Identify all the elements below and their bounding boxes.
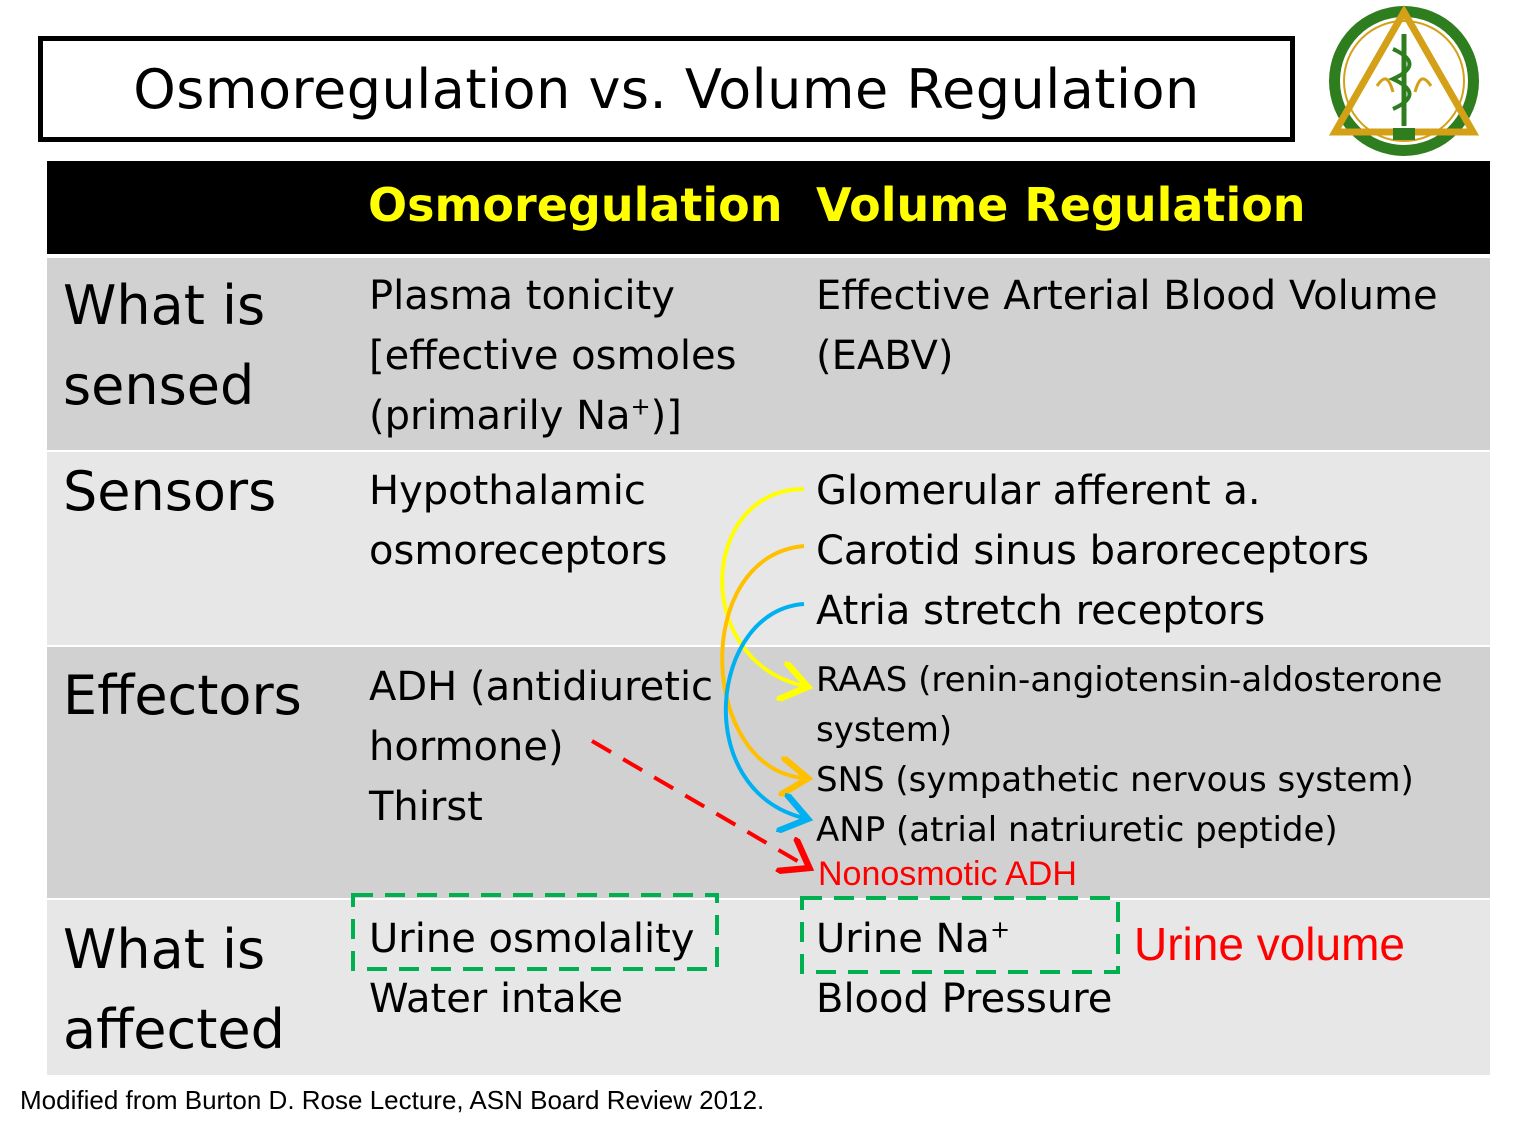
- urine-volume-annotation: Urine volume: [1134, 918, 1405, 970]
- cell-line: ADH (antidiuretic: [369, 664, 714, 710]
- cell-affected-osmoregulation: Urine osmolality Water intake: [369, 909, 694, 1029]
- cell-sensed-osmoregulation: Plasma tonicity [effective osmoles (prim…: [369, 266, 736, 446]
- cell-line: Atria stretch receptors: [816, 588, 1266, 634]
- header-osmoregulation: Osmoregulation: [368, 178, 783, 232]
- cell-affected-volume-regulation: Urine Na+ Blood Pressure: [816, 909, 1112, 1029]
- header-volume-regulation: Volume Regulation: [816, 178, 1306, 232]
- cell-effectors-osmoregulation: ADH (antidiuretic hormone) Thirst: [369, 657, 713, 837]
- cell-line: Blood Pressure: [816, 976, 1113, 1022]
- cell-line: Water intake: [369, 976, 623, 1022]
- table-header-row: Osmoregulation Volume Regulation: [47, 161, 1490, 254]
- row-label-line: What is: [63, 274, 266, 337]
- row-label-effectors: Effectors: [63, 664, 302, 727]
- cell-line: Urine Na+: [816, 909, 1112, 969]
- cell-text: )]: [650, 393, 682, 439]
- row-label-line: What is: [63, 918, 266, 981]
- cell-line: Effective Arterial Blood Volume: [816, 273, 1438, 319]
- table-row-sensors: Sensors Hypothalamic osmoreceptors Glome…: [47, 452, 1490, 645]
- table-row-what-is-affected: What is affected Urine osmolality Water …: [47, 900, 1490, 1075]
- cell-line: [effective osmoles: [369, 333, 737, 379]
- cell-line: Thirst: [369, 784, 483, 830]
- row-label-what-is-sensed: What is sensed: [63, 266, 265, 426]
- cell-line: system): [816, 710, 953, 750]
- row-label-sensors: Sensors: [63, 460, 277, 523]
- cell-sensors-osmoregulation: Hypothalamic osmoreceptors: [369, 461, 667, 581]
- cell-line: Glomerular afferent a.: [816, 468, 1261, 514]
- cell-line: (EABV): [816, 333, 954, 379]
- cell-line: Carotid sinus baroreceptors: [816, 528, 1370, 574]
- nonosmotic-adh-label: Nonosmotic ADH: [818, 855, 1077, 893]
- cell-line: Urine osmolality: [369, 916, 695, 962]
- superscript-plus: +: [989, 915, 1011, 944]
- row-label-line: sensed: [63, 354, 255, 417]
- uab-badge: [1393, 128, 1415, 140]
- snake-icon: [1388, 47, 1412, 111]
- cell-line: SNS (sympathetic nervous system): [816, 760, 1414, 800]
- superscript-plus: +: [630, 392, 651, 421]
- page-title: Osmoregulation vs. Volume Regulation: [133, 57, 1200, 121]
- row-label-what-is-affected: What is affected: [63, 910, 285, 1070]
- cell-text: Urine Na: [816, 916, 990, 962]
- table-row-effectors: Effectors ADH (antidiuretic hormone) Thi…: [47, 647, 1490, 898]
- cell-line: osmoreceptors: [369, 528, 668, 574]
- cell-effectors-volume-regulation: RAAS (renin-angiotensin-aldosterone syst…: [816, 655, 1442, 855]
- cell-sensors-volume-regulation: Glomerular afferent a. Carotid sinus bar…: [816, 461, 1369, 641]
- table-row-what-is-sensed: What is sensed Plasma tonicity [effectiv…: [47, 258, 1490, 450]
- cell-line: (primarily Na+)]: [369, 386, 736, 446]
- title-box: Osmoregulation vs. Volume Regulation: [38, 36, 1295, 142]
- cell-line: RAAS (renin-angiotensin-aldosterone: [816, 660, 1443, 700]
- footer-citation: Modified from Burton D. Rose Lecture, AS…: [20, 1085, 765, 1115]
- cell-line: hormone): [369, 724, 564, 770]
- cell-line: Hypothalamic: [369, 468, 646, 514]
- cell-sensed-volume-regulation: Effective Arterial Blood Volume (EABV): [816, 266, 1438, 386]
- uab-school-of-medicine-logo: [1328, 4, 1480, 156]
- cell-text: (primarily Na: [369, 393, 631, 439]
- cell-line: Plasma tonicity: [369, 273, 675, 319]
- row-label-line: affected: [63, 998, 285, 1061]
- cell-line: ANP (atrial natriuretic peptide): [816, 810, 1338, 850]
